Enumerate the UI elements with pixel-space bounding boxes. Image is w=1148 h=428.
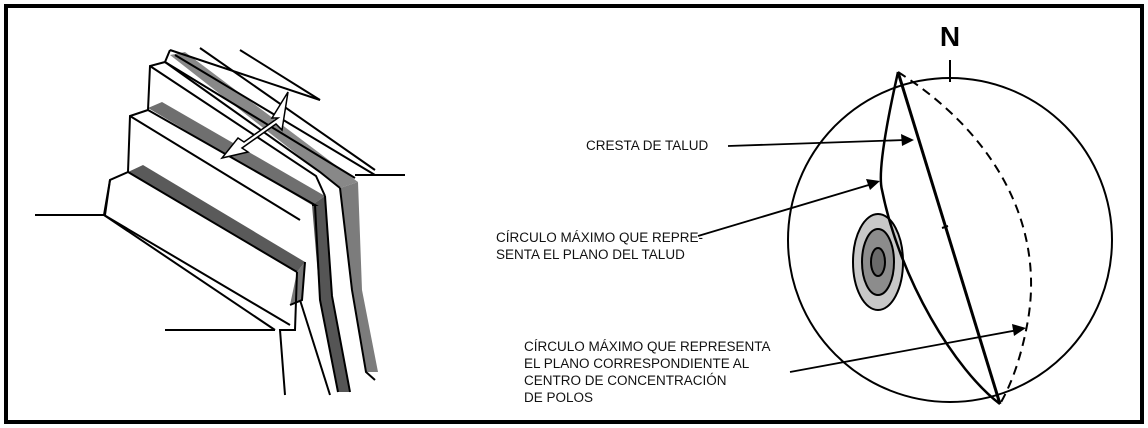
svg-text:SENTA EL PLANO DEL TALUD: SENTA EL PLANO DEL TALUD [496,247,685,262]
label-plano-talud: CÍRCULO MÁXIMO QUE REPRE- SENTA EL PLANO… [496,230,703,262]
slab-shade-1 [170,52,358,188]
label-cresta-talud: CRESTA DE TALUD [586,138,709,153]
pole-concentration-contours [852,213,904,311]
slope-crest-line [896,71,1002,405]
north-label: N [940,21,960,52]
slope-block-diagram [35,47,405,396]
great-circle-slope [879,71,1001,405]
dip-direction-arrow [220,91,289,160]
svg-text:EL PLANO CORRESPONDIENTE AL: EL PLANO CORRESPONDIENTE AL [524,356,750,371]
svg-text:CÍRCULO MÁXIMO QUE REPRESENTA: CÍRCULO MÁXIMO QUE REPRESENTA [524,339,771,354]
figure-border [4,4,1144,424]
svg-text:CENTRO DE CONCENTRACIÓN: CENTRO DE CONCENTRACIÓN [524,373,727,388]
stereonet: N [697,21,1113,405]
svg-text:DE POLOS: DE POLOS [524,390,593,405]
svg-text:CÍRCULO MÁXIMO QUE REPRE-: CÍRCULO MÁXIMO QUE REPRE- [496,230,703,245]
great-circle-poles-dashed [897,71,1033,405]
leader-arrows [697,134,1026,373]
slab-shade-5 [128,165,305,272]
slab-shade-2 [340,182,378,372]
label-centro-polos: CÍRCULO MÁXIMO QUE REPRESENTA EL PLANO C… [524,339,771,405]
